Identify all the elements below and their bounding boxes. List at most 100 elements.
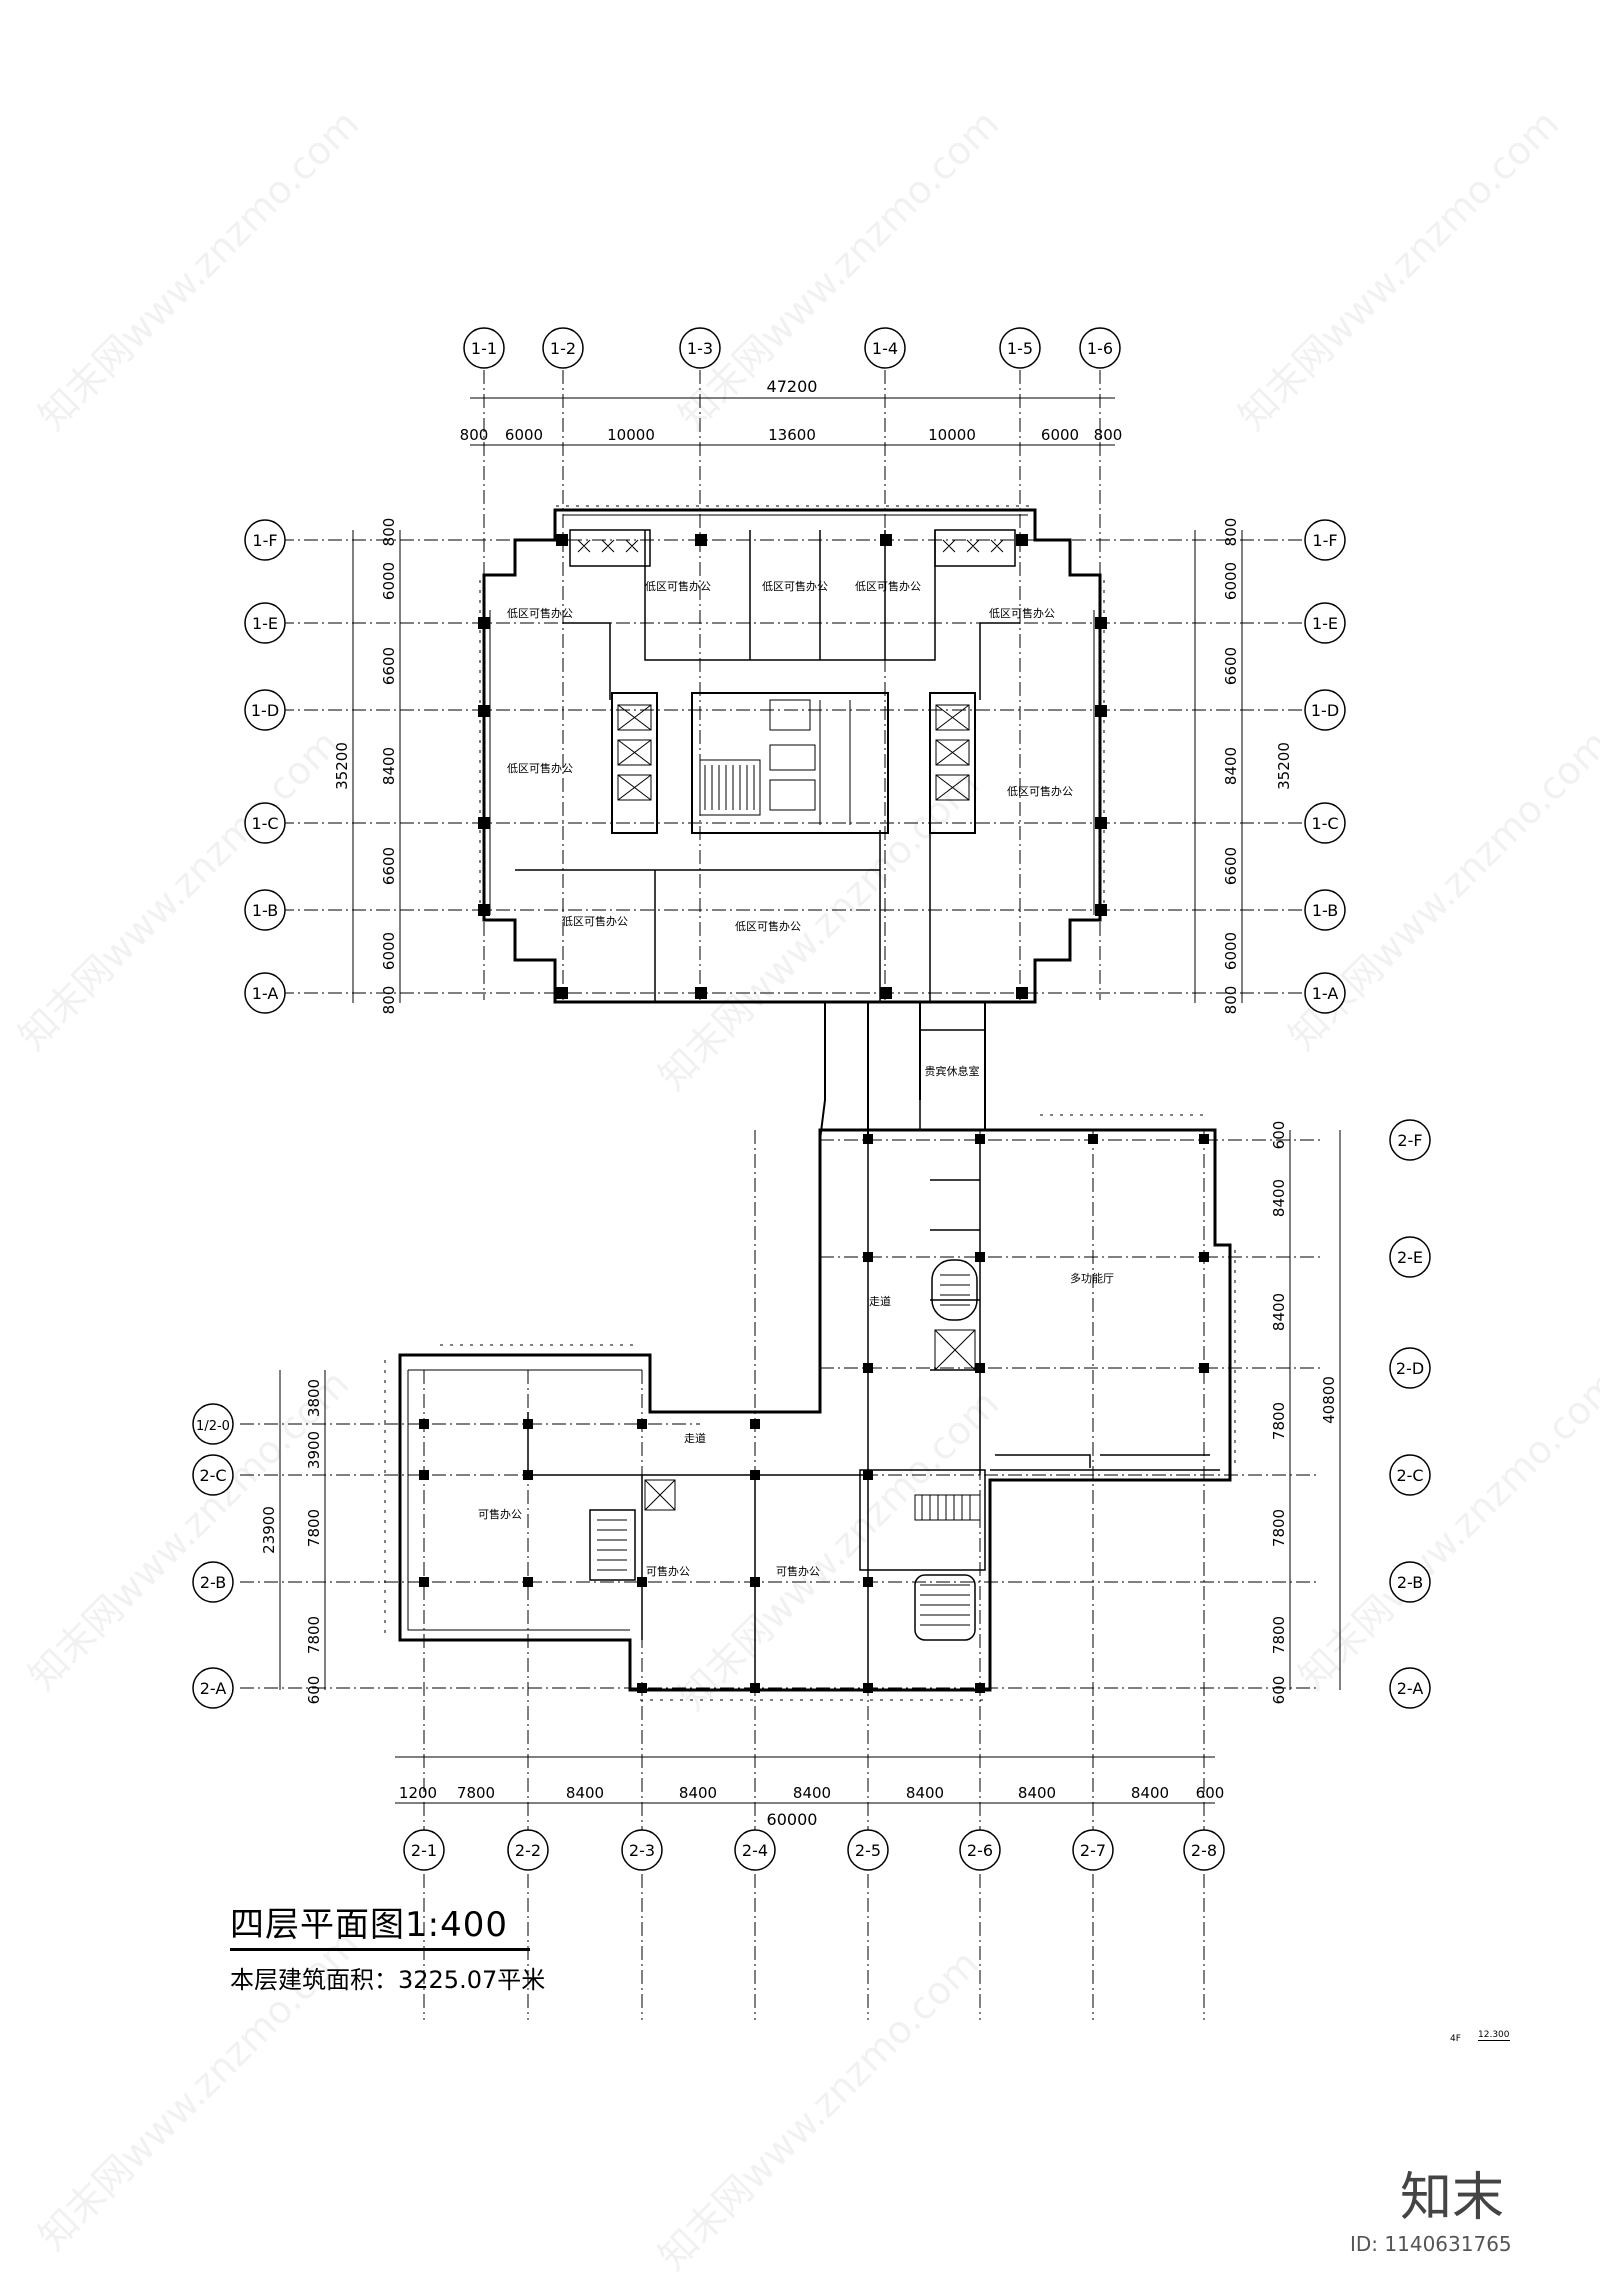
room-tower-nw: 低区可售办公 bbox=[507, 606, 573, 620]
room-tower-sw: 低区可售办公 bbox=[562, 914, 628, 928]
axis-label-2-B: 2-B bbox=[1397, 1573, 1423, 1592]
podium-dim-right-overall: 40800 bbox=[1320, 1376, 1338, 1424]
podium-dim: 8400 bbox=[1131, 1784, 1169, 1802]
axis-label-1-E-circle bbox=[244, 602, 286, 644]
tower-dim: 10000 bbox=[928, 426, 976, 444]
axis-label-1-D: 1-D bbox=[1311, 701, 1339, 720]
axis-label-1-A-circle bbox=[244, 972, 286, 1014]
axis-label-2-3: 2-3 bbox=[629, 1841, 655, 1860]
podium-dim-left: 7800 bbox=[305, 1616, 323, 1654]
podium-dim-right: 7800 bbox=[1270, 1616, 1288, 1654]
room-multi-hall: 多功能厅 bbox=[1070, 1271, 1114, 1285]
room-podium-c1: 可售办公 bbox=[646, 1564, 690, 1578]
axis-label-2-B-circle bbox=[192, 1561, 234, 1603]
podium-dim-left: 3900 bbox=[305, 1431, 323, 1469]
room-tower-n1: 低区可售办公 bbox=[645, 579, 711, 593]
axis-label-1-C: 1-C bbox=[1311, 814, 1338, 833]
podium-dim-right: 7800 bbox=[1270, 1509, 1288, 1547]
tower-dim-left: 6000 bbox=[380, 562, 398, 600]
axis-label-2-1-circle bbox=[403, 1829, 445, 1871]
axis-label-2-E: 2-E bbox=[1397, 1248, 1423, 1267]
axis-label-2-5-circle bbox=[847, 1829, 889, 1871]
axis-label-1-4-circle bbox=[864, 327, 906, 369]
tower-dim-left: 6000 bbox=[380, 932, 398, 970]
tower-dim-right: 800 bbox=[1222, 518, 1240, 547]
podium-dim: 1200 bbox=[399, 1784, 437, 1802]
room-tower-w: 低区可售办公 bbox=[507, 761, 573, 775]
axis-label-1-6-circle bbox=[1079, 327, 1121, 369]
room-tower-n3: 低区可售办公 bbox=[855, 579, 921, 593]
podium-dim: 600 bbox=[1196, 1784, 1225, 1802]
tower-dim-right: 6600 bbox=[1222, 647, 1240, 685]
axis-label-2-C-circle bbox=[192, 1454, 234, 1496]
tower-dim-right: 6000 bbox=[1222, 562, 1240, 600]
axis-label-1-F: 1-F bbox=[1312, 531, 1337, 550]
axis-label-2-C-circle bbox=[1389, 1454, 1431, 1496]
tower-dim: 10000 bbox=[607, 426, 655, 444]
axis-label-1-E: 1-E bbox=[252, 614, 278, 633]
tower-overall-dimension: 47200 bbox=[767, 377, 818, 396]
axis-label-1-F-circle bbox=[1304, 519, 1346, 561]
podium-dim-right: 600 bbox=[1270, 1121, 1288, 1150]
podium-dim: 7800 bbox=[457, 1784, 495, 1802]
tower-dim-overall-left: 35200 bbox=[333, 742, 351, 790]
axis-label-2-2-circle bbox=[507, 1829, 549, 1871]
axis-label-1-3-circle bbox=[679, 327, 721, 369]
room-labels: 低区可售办公 低区可售办公 低区可售办公 低区可售办公 低区可售办公 低区可售办… bbox=[478, 579, 1114, 1578]
axis-label-1-F: 1-F bbox=[252, 531, 277, 550]
brand-logo: 知末 bbox=[1400, 2168, 1505, 2228]
axis-label-1-2: 1-2 bbox=[550, 339, 576, 358]
tower-dim: 13600 bbox=[768, 426, 816, 444]
podium-dim-right: 7800 bbox=[1270, 1402, 1288, 1440]
axis-label-2-6-circle bbox=[959, 1829, 1001, 1871]
level-tag: 4F bbox=[1450, 2034, 1461, 2044]
axis-label-1-5: 1-5 bbox=[1007, 339, 1033, 358]
podium-overall-width: 60000 bbox=[767, 1810, 818, 1829]
axis-label-2-5: 2-5 bbox=[855, 1841, 881, 1860]
axis-label-1-D-circle bbox=[244, 689, 286, 731]
tower-dim-right: 8400 bbox=[1222, 747, 1240, 785]
podium-dim-left: 7800 bbox=[305, 1509, 323, 1547]
podium-dim: 8400 bbox=[566, 1784, 604, 1802]
podium-left-axis-labels: 1/2-02-C2-B2-A bbox=[192, 1403, 234, 1709]
axis-label-1-1: 1-1 bbox=[471, 339, 497, 358]
title-underline bbox=[230, 1948, 530, 1951]
axis-label-2-4: 2-4 bbox=[742, 1841, 768, 1860]
axis-label-1/2-0: 1/2-0 bbox=[196, 1419, 230, 1434]
podium-dim: 8400 bbox=[1018, 1784, 1056, 1802]
axis-label-1-C: 1-C bbox=[251, 814, 278, 833]
room-tower-ne: 低区可售办公 bbox=[989, 606, 1055, 620]
tower-dim: 6000 bbox=[1041, 426, 1079, 444]
axis-label-2-F-circle bbox=[1389, 1119, 1431, 1161]
axis-label-2-B-circle bbox=[1389, 1561, 1431, 1603]
podium-dim: 8400 bbox=[793, 1784, 831, 1802]
axis-label-1-B: 1-B bbox=[252, 901, 278, 920]
axis-label-1-B: 1-B bbox=[1312, 901, 1338, 920]
room-corridor-2: 走道 bbox=[684, 1431, 706, 1445]
axis-label-2-F: 2-F bbox=[1397, 1131, 1422, 1150]
axis-label-1-2-circle bbox=[542, 327, 584, 369]
tower-dim-left: 6600 bbox=[380, 847, 398, 885]
tower-gridlines bbox=[280, 370, 1310, 1000]
axis-label-2-A-circle bbox=[1389, 1667, 1431, 1709]
axis-label-2-7: 2-7 bbox=[1080, 1841, 1106, 1860]
axis-label-2-3-circle bbox=[621, 1829, 663, 1871]
axis-label-2-C: 2-C bbox=[199, 1466, 226, 1485]
axis-label-2-2: 2-2 bbox=[515, 1841, 541, 1860]
tower-dim-right: 6000 bbox=[1222, 932, 1240, 970]
tower-right-axis-labels: 1-F1-E1-D1-C1-B1-A bbox=[1304, 519, 1346, 1014]
axis-label-2-8-circle bbox=[1183, 1829, 1225, 1871]
tower-dim: 800 bbox=[1094, 426, 1123, 444]
podium-dim: 8400 bbox=[679, 1784, 717, 1802]
room-podium-w: 可售办公 bbox=[478, 1507, 522, 1521]
axis-label-1/2-0-circle bbox=[192, 1403, 234, 1445]
tower-dim: 6000 bbox=[505, 426, 543, 444]
axis-label-1-A: 1-A bbox=[252, 984, 279, 1003]
tower-columns bbox=[478, 534, 1107, 999]
